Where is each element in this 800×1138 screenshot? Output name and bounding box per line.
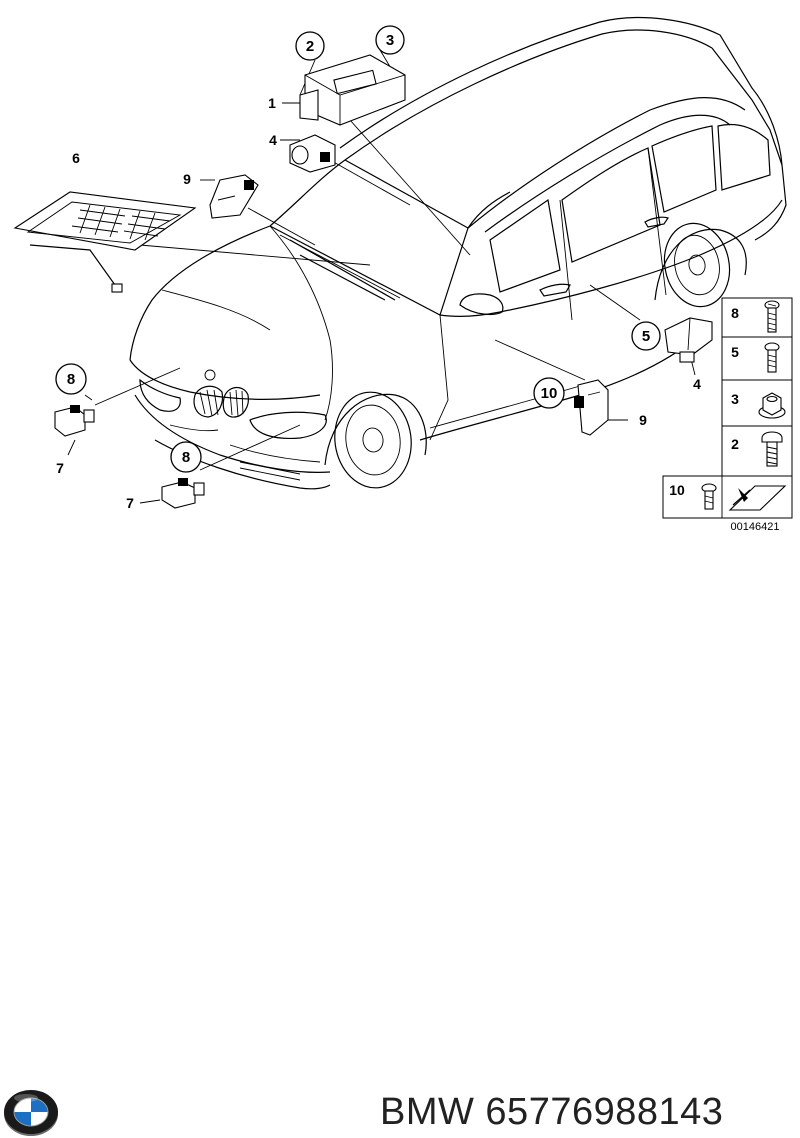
legend-label-8: 8 — [731, 305, 739, 321]
callout-4-top: 4 — [269, 132, 277, 148]
part-front-sensor-bottom — [161, 478, 205, 509]
bolt-icon — [761, 431, 783, 467]
callouts: 2 3 1 4 6 9 8 7 8 7 5 4 10 9 — [55, 25, 701, 511]
callout-9-right: 9 — [639, 412, 647, 428]
part-front-sensor-left — [54, 405, 95, 437]
part-side-sensor-right — [664, 317, 713, 363]
callout-1: 1 — [268, 95, 276, 111]
callout-circle-2 — [295, 31, 325, 61]
callout-circle-10 — [533, 377, 565, 409]
callout-circle-5 — [631, 321, 661, 351]
footer: BMW 65776988143 — [0, 540, 800, 1136]
part-occupancy-mat — [13, 191, 197, 293]
legend-label-3: 3 — [731, 391, 739, 407]
flat-arrow-icon — [728, 485, 787, 511]
screw-short-icon — [764, 342, 780, 373]
callout-3: 3 — [386, 32, 394, 49]
callout-8-left: 8 — [67, 371, 75, 388]
part-door-sensor-right — [574, 379, 609, 436]
legend-label-5: 5 — [731, 344, 739, 360]
bmw-roundel-logo — [4, 1090, 58, 1136]
car-illustration — [129, 16, 787, 490]
legend-label-10: 10 — [669, 482, 685, 498]
small-screw-icon — [701, 483, 717, 510]
callout-5: 5 — [642, 328, 650, 345]
part-airbag-control-unit — [299, 54, 406, 126]
callout-2: 2 — [306, 38, 314, 55]
callout-8-bottom: 8 — [182, 449, 190, 466]
legend-label-2: 2 — [731, 436, 739, 452]
parts-diagram: 2 3 1 4 6 9 8 7 8 7 5 4 10 9 8 5 — [13, 16, 793, 533]
part-number-text: BMW 65776988143 — [380, 1091, 724, 1133]
part-sensor-top — [289, 134, 336, 173]
hardware-legend: 8 5 3 2 10 — [662, 297, 793, 533]
callout-circle-8-left — [55, 363, 87, 395]
callout-7-bottom: 7 — [126, 495, 134, 511]
flange-nut-icon — [758, 392, 786, 419]
callout-4-right: 4 — [693, 376, 701, 392]
callout-10: 10 — [541, 385, 558, 402]
callout-circle-8-bottom — [170, 441, 202, 473]
part-sensor-9-left — [209, 174, 259, 219]
screw-long-icon — [764, 300, 780, 333]
reference-number: 00146421 — [731, 521, 780, 533]
callout-9-left: 9 — [183, 171, 191, 187]
leader-lines — [67, 49, 696, 504]
callout-7-left: 7 — [56, 460, 64, 476]
callout-circle-3 — [375, 25, 405, 55]
callout-6: 6 — [72, 150, 80, 166]
